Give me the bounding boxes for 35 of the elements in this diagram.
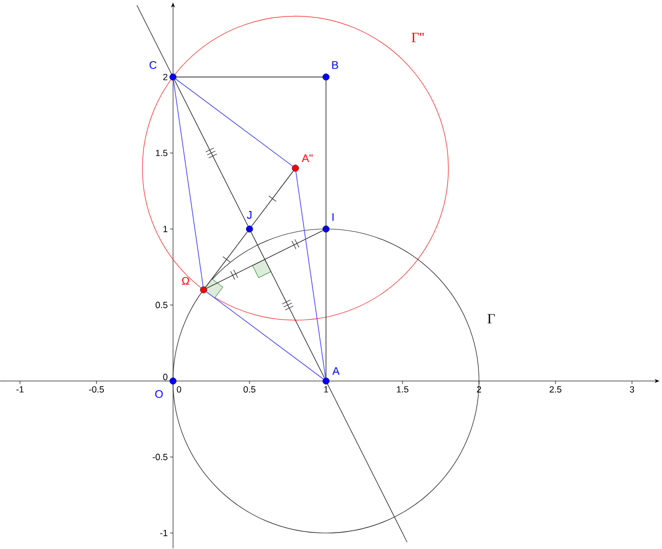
axis-label: 0.5 [156, 302, 168, 308]
point-label: I [332, 213, 334, 221]
axis-label: -1 [160, 530, 168, 536]
point-label: B [332, 61, 338, 69]
axis-label: 1 [324, 386, 328, 392]
point-label: O [155, 390, 163, 398]
point-label: A [332, 367, 340, 375]
segment [206, 292, 324, 380]
circle-label: Γ'' [412, 32, 424, 42]
axis-label: 1.5 [156, 150, 168, 156]
axis-label: -1 [16, 386, 24, 392]
segment [175, 78, 293, 166]
point-label: A" [302, 154, 313, 162]
axis-label: 3 [630, 386, 634, 393]
point-label: J [246, 211, 252, 219]
axis-label: 2 [163, 74, 168, 80]
axis-label: 2.5 [550, 386, 562, 393]
axis-label: 1.5 [396, 386, 408, 392]
axis-label: 0 [163, 374, 168, 380]
axis-label: 0.5 [244, 386, 256, 393]
point-label: C [150, 61, 157, 69]
segment [176, 76, 323, 78]
segment [296, 171, 326, 378]
segment [173, 80, 204, 287]
axis-label: -0.5 [152, 454, 168, 460]
point-label: Ω [182, 276, 190, 285]
axis-label: 1 [163, 226, 168, 232]
circle-label: Γ [488, 314, 495, 324]
segment [205, 231, 248, 288]
segment [250, 232, 325, 378]
axis-label: -0.5 [89, 386, 104, 393]
segment [174, 80, 248, 226]
segment [251, 170, 294, 227]
segment [206, 230, 324, 289]
axis-label: 0 [176, 386, 182, 393]
